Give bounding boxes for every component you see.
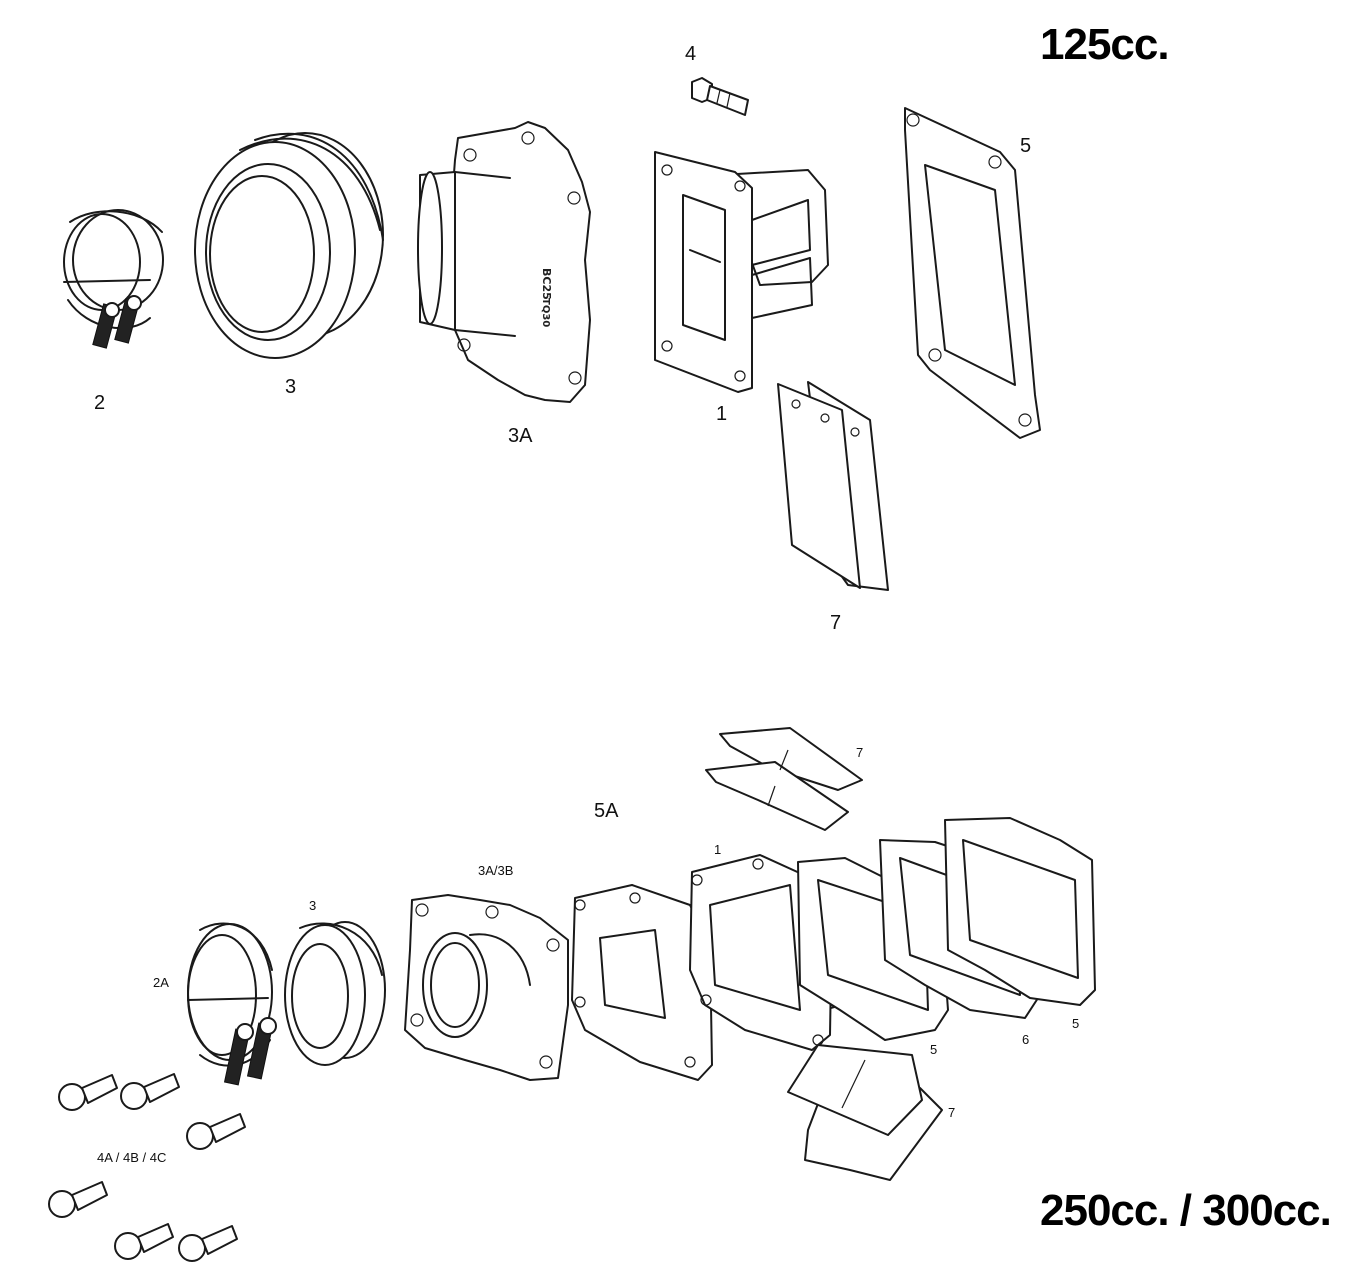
part-7-reed-petals-lower: [787, 1044, 943, 1181]
part-5-gasket: [904, 107, 1041, 439]
label-part-5: 5: [1020, 135, 1032, 157]
part-3-rubber-manifold-lower: [284, 921, 386, 1066]
label-part-5-lower-left: 5: [930, 1042, 938, 1057]
part-2a-hose-clamp: [187, 922, 277, 1086]
label-part-3a3b: 3A/3B: [478, 863, 514, 878]
svg-text:TQ30: TQ30: [540, 298, 551, 327]
label-part-1-lower: 1: [714, 842, 722, 857]
part-3-rubber-manifold: [194, 132, 384, 359]
label-part-1: 1: [716, 403, 728, 425]
label-part-4abc: 4A / 4B / 4C: [97, 1150, 167, 1165]
part-3a3b-adaptor: [404, 894, 569, 1081]
label-part-3-lower: 3: [309, 898, 317, 913]
label-part-3a: 3A: [508, 425, 533, 447]
part-4-bolt: [691, 77, 749, 116]
part-7-reed-petals-upper: [705, 727, 863, 831]
label-part-7-lower: 7: [948, 1105, 956, 1120]
part-4abc-bolts: [48, 1073, 246, 1262]
label-part-6: 6: [1022, 1032, 1030, 1047]
label-part-7-upper: 7: [856, 745, 864, 760]
title-125cc: 125cc.: [1040, 20, 1170, 69]
label-part-2: 2: [94, 392, 106, 414]
label-part-5-lower-right: 5: [1072, 1016, 1080, 1031]
label-part-5a: 5A: [594, 800, 619, 822]
svg-text:BC25: BC25: [540, 268, 553, 300]
part-3a-adaptor: BC25 TQ30: [417, 121, 591, 403]
part-1-reed-block: [654, 151, 829, 393]
label-part-3: 3: [285, 376, 297, 398]
label-part-7: 7: [830, 612, 842, 634]
part-7-reed-petals: [777, 381, 889, 591]
label-part-2a: 2A: [153, 975, 169, 990]
part-2-hose-clamp: [63, 209, 164, 349]
label-part-4: 4: [685, 43, 697, 65]
title-250cc-300cc: 250cc. / 300cc.: [1040, 1186, 1332, 1235]
part-5-gasket-right: [944, 817, 1096, 1006]
